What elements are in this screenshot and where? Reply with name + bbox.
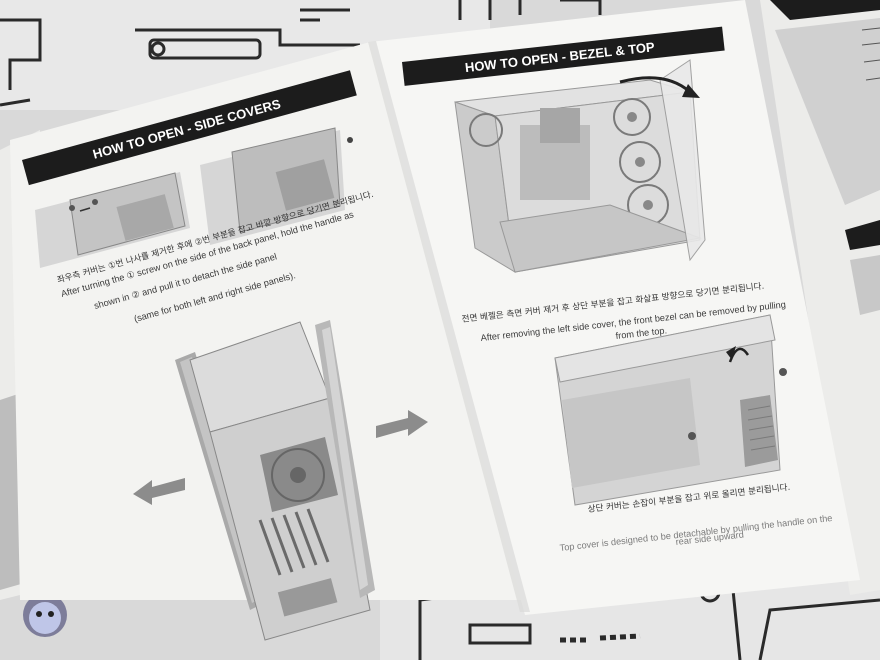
side-cover-diagram-1: [35, 172, 190, 268]
arrow-left: [133, 478, 185, 505]
top-cover-diagram: [554, 314, 787, 506]
arrow-right: [376, 410, 428, 438]
case-exploded-diagram: [175, 320, 375, 641]
side-cover-diagram-2: [200, 127, 353, 245]
next-page: [760, 0, 880, 595]
bezel-top-diagram: [454, 59, 706, 273]
